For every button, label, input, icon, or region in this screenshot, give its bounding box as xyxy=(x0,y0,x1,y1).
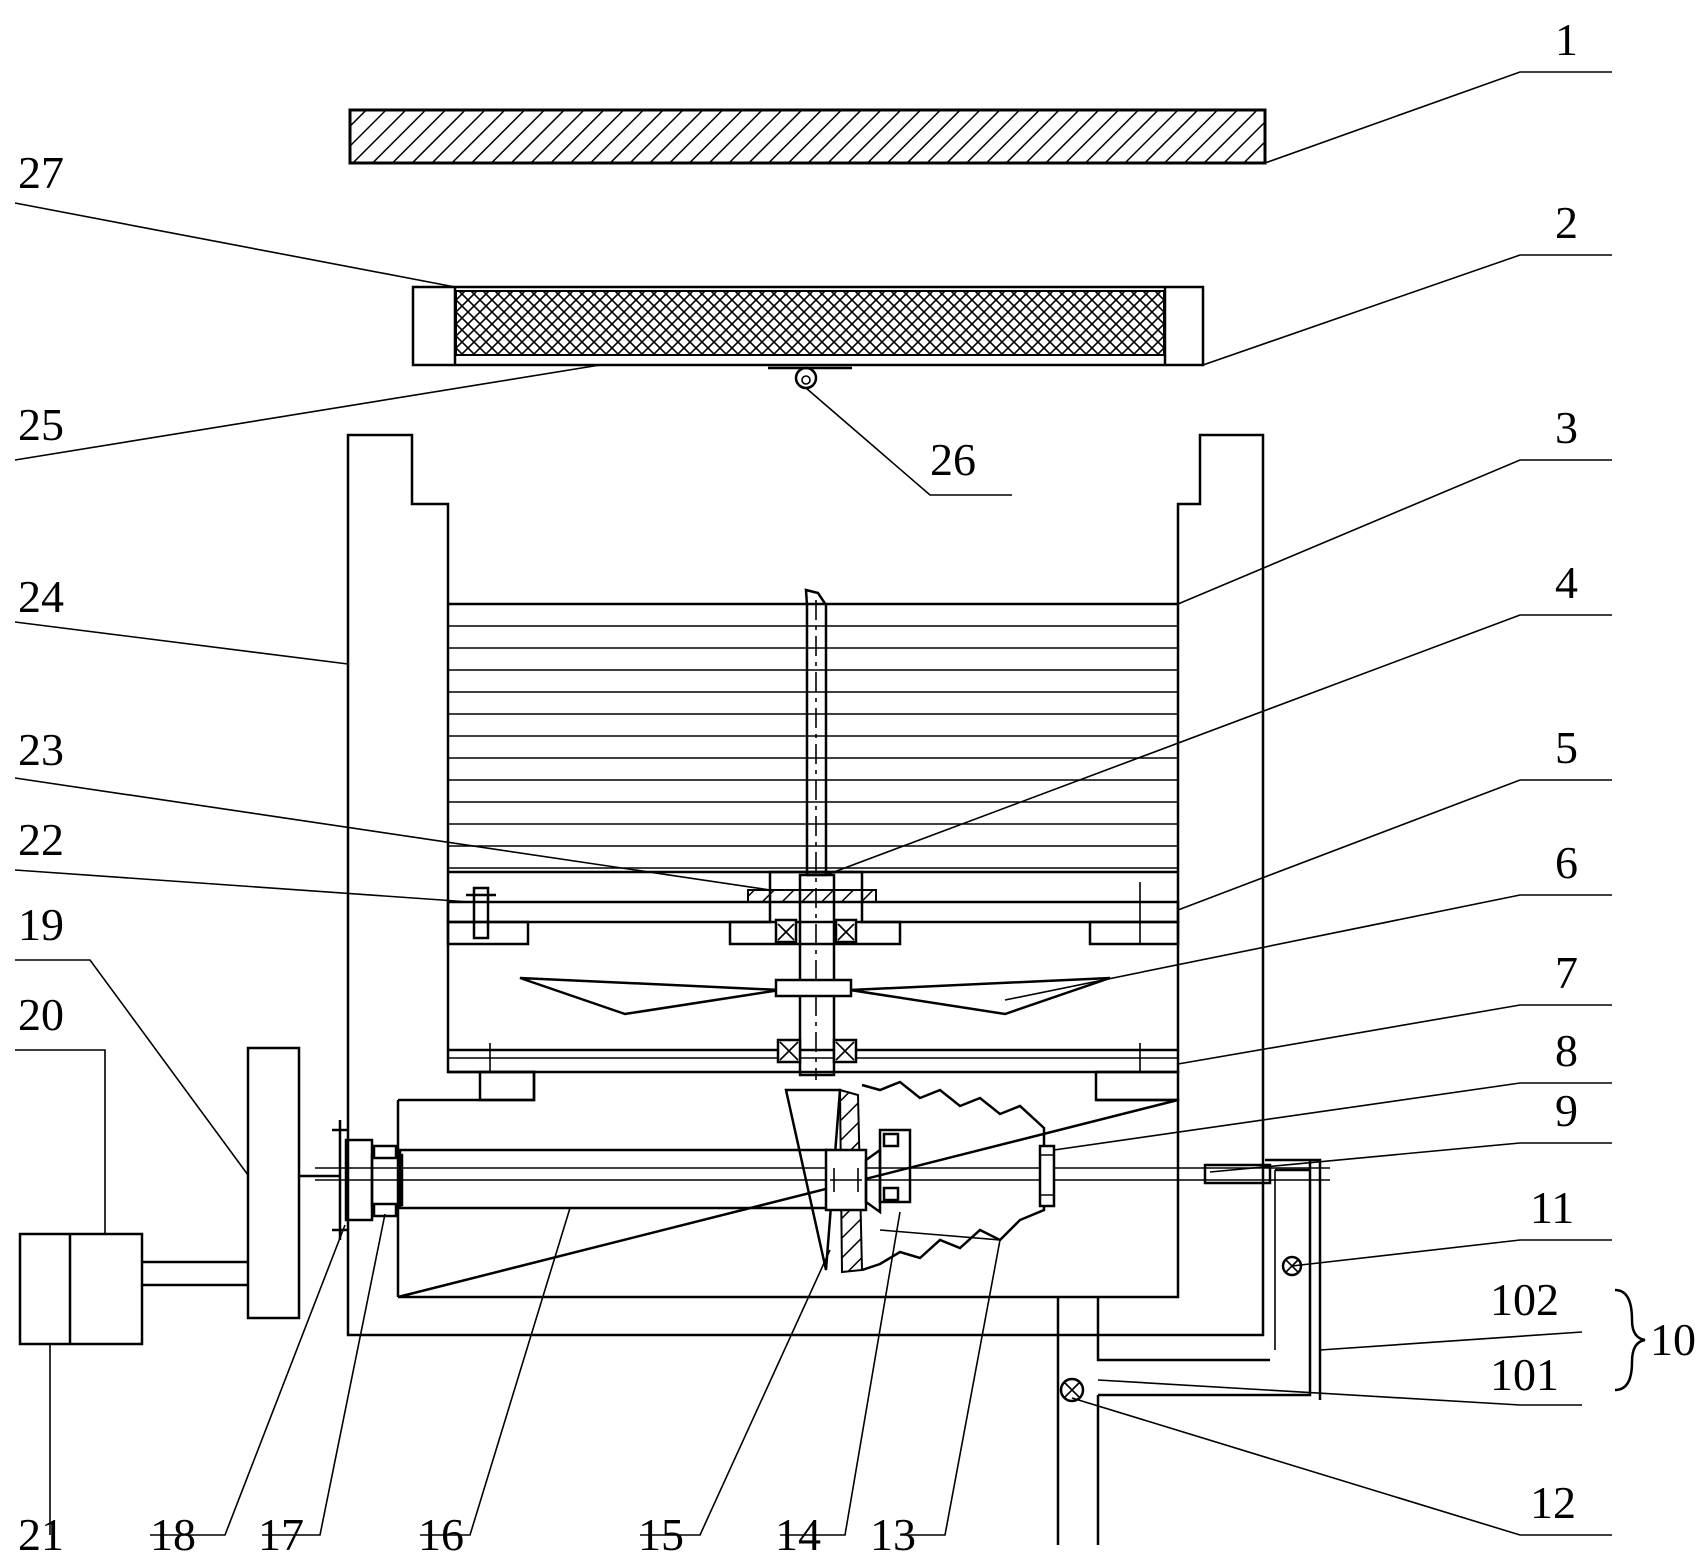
part-102-branch-pipe xyxy=(1265,1158,1322,1400)
part-24-housing xyxy=(346,433,1265,1337)
label-17: 17 xyxy=(258,1509,304,1560)
part-20-21-motor xyxy=(18,1232,248,1346)
label-14: 14 xyxy=(775,1509,821,1560)
label-19: 19 xyxy=(18,899,64,950)
label-18: 18 xyxy=(150,1509,196,1560)
part-8-sleeve-ring xyxy=(1038,1144,1056,1208)
brace-10 xyxy=(1614,1288,1646,1392)
part-13-gear-teeth xyxy=(861,1080,1046,1272)
label-26: 26 xyxy=(930,434,976,485)
part-12-valve-icon xyxy=(1059,1377,1085,1403)
part-6-blades xyxy=(519,976,1111,1016)
label-27: 27 xyxy=(18,147,64,198)
label-7: 7 xyxy=(1555,947,1578,998)
part-14-gear-housing xyxy=(864,1128,912,1215)
label-2: 2 xyxy=(1555,197,1578,248)
label-9: 9 xyxy=(1555,1085,1578,1136)
label-13: 13 xyxy=(870,1509,916,1560)
label-102: 102 xyxy=(1490,1274,1559,1325)
label-25: 25 xyxy=(18,399,64,450)
part-19-pulley xyxy=(246,1046,301,1320)
leader-lines xyxy=(14,71,1612,1536)
label-6: 6 xyxy=(1555,837,1578,888)
label-10: 10 xyxy=(1650,1314,1696,1365)
label-11: 11 xyxy=(1530,1182,1574,1233)
part-labels: 1 2 3 4 5 6 7 8 9 11 102 10 101 12 13 14… xyxy=(18,14,1696,1560)
label-4: 4 xyxy=(1555,557,1578,608)
part-4-vertical-shaft xyxy=(798,588,836,1080)
part-101-outlet-pipe xyxy=(1056,1160,1312,1545)
label-5: 5 xyxy=(1555,722,1578,773)
label-23: 23 xyxy=(18,724,64,775)
part-23-bearing-assembly xyxy=(747,889,877,944)
part-9-horizontal-shaft xyxy=(315,1163,1330,1185)
part-17-bearing xyxy=(370,1144,404,1218)
part-26-hook xyxy=(768,366,852,390)
part-3-slat-stack xyxy=(448,603,1178,869)
part-2-filter-frame xyxy=(411,285,1205,367)
part-11-valve-icon xyxy=(1281,1255,1303,1277)
label-101: 101 xyxy=(1490,1349,1559,1400)
label-22: 22 xyxy=(18,814,64,865)
part-5-upper-plate xyxy=(446,870,1180,946)
label-24: 24 xyxy=(18,571,64,622)
part-16-roller xyxy=(398,1148,832,1210)
label-21: 21 xyxy=(18,1509,64,1560)
label-12: 12 xyxy=(1530,1477,1576,1528)
label-3: 3 xyxy=(1555,402,1578,453)
label-16: 16 xyxy=(418,1509,464,1560)
label-1: 1 xyxy=(1555,14,1578,65)
part-1-top-plate xyxy=(348,108,1267,165)
label-15: 15 xyxy=(638,1509,684,1560)
part-15-bevel-gear xyxy=(784,1088,868,1274)
part-22-screw xyxy=(466,886,496,940)
part-27-mesh xyxy=(455,290,1165,356)
label-8: 8 xyxy=(1555,1025,1578,1076)
part-18-flange xyxy=(332,1120,374,1240)
lower-chamber xyxy=(397,1070,1180,1299)
label-20: 20 xyxy=(18,989,64,1040)
